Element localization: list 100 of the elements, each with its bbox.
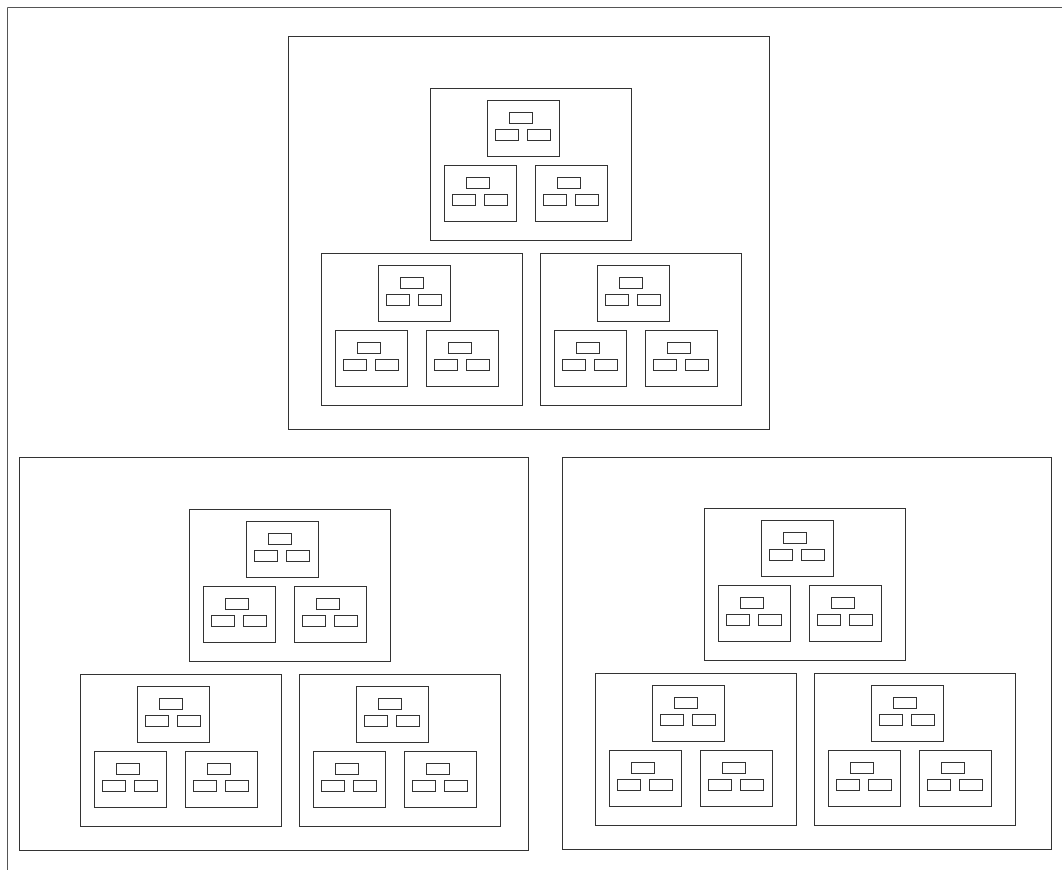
small-box (268, 533, 292, 545)
unit-box (426, 330, 499, 387)
small-box (378, 698, 402, 710)
small-box (225, 598, 249, 610)
small-box (177, 715, 201, 727)
unit-box (246, 521, 319, 578)
small-box (353, 780, 377, 792)
unit-box (645, 330, 718, 387)
unit-box (809, 585, 882, 642)
subgroup-box (80, 674, 282, 827)
group-box (288, 36, 770, 430)
unit-box (554, 330, 627, 387)
small-box (116, 763, 140, 775)
unit-box (871, 685, 944, 742)
subgroup-box (704, 508, 906, 661)
small-box (159, 698, 183, 710)
small-box (674, 697, 698, 709)
small-box (649, 779, 673, 791)
small-box (396, 715, 420, 727)
small-box (543, 194, 567, 206)
small-box (575, 194, 599, 206)
small-box (364, 715, 388, 727)
small-box (893, 697, 917, 709)
small-box (605, 294, 629, 306)
unit-box (718, 585, 791, 642)
unit-box (185, 751, 258, 808)
small-box (708, 779, 732, 791)
unit-box (919, 750, 992, 807)
unit-box (609, 750, 682, 807)
small-box (302, 615, 326, 627)
small-box (667, 342, 691, 354)
small-box (509, 112, 533, 124)
small-box (783, 532, 807, 544)
subgroup-box (189, 509, 391, 662)
small-box (134, 780, 158, 792)
small-box (726, 614, 750, 626)
small-box (418, 294, 442, 306)
small-box (722, 762, 746, 774)
unit-box (487, 100, 560, 157)
subgroup-box (540, 253, 742, 406)
unit-box (203, 586, 276, 643)
small-box (400, 277, 424, 289)
small-box (334, 615, 358, 627)
small-box (335, 763, 359, 775)
small-box (927, 779, 951, 791)
unit-box (761, 520, 834, 577)
small-box (685, 359, 709, 371)
small-box (225, 780, 249, 792)
unit-box (652, 685, 725, 742)
small-box (557, 177, 581, 189)
small-box (740, 597, 764, 609)
small-box (831, 597, 855, 609)
unit-box (356, 686, 429, 743)
small-box (879, 714, 903, 726)
small-box (849, 614, 873, 626)
small-box (660, 714, 684, 726)
group-box (19, 457, 529, 851)
small-box (484, 194, 508, 206)
small-box (495, 129, 519, 141)
small-box (769, 549, 793, 561)
subgroup-box (595, 673, 797, 826)
small-box (145, 715, 169, 727)
subgroup-box (321, 253, 523, 406)
subgroup-box (299, 674, 501, 827)
unit-box (335, 330, 408, 387)
unit-box (378, 265, 451, 322)
unit-box (294, 586, 367, 643)
small-box (243, 615, 267, 627)
small-box (375, 359, 399, 371)
small-box (254, 550, 278, 562)
small-box (617, 779, 641, 791)
small-box (836, 779, 860, 791)
small-box (911, 714, 935, 726)
small-box (448, 342, 472, 354)
small-box (193, 780, 217, 792)
unit-box (137, 686, 210, 743)
small-box (286, 550, 310, 562)
unit-box (404, 751, 477, 808)
small-box (959, 779, 983, 791)
small-box (357, 342, 381, 354)
small-box (211, 615, 235, 627)
unit-box (700, 750, 773, 807)
small-box (207, 763, 231, 775)
small-box (466, 177, 490, 189)
unit-box (313, 751, 386, 808)
small-box (801, 549, 825, 561)
small-box (316, 598, 340, 610)
small-box (619, 277, 643, 289)
small-box (386, 294, 410, 306)
small-box (740, 779, 764, 791)
subgroup-box (814, 673, 1016, 826)
small-box (817, 614, 841, 626)
unit-box (94, 751, 167, 808)
small-box (102, 780, 126, 792)
small-box (692, 714, 716, 726)
small-box (321, 780, 345, 792)
subgroup-box (430, 88, 632, 241)
small-box (850, 762, 874, 774)
unit-box (828, 750, 901, 807)
small-box (452, 194, 476, 206)
